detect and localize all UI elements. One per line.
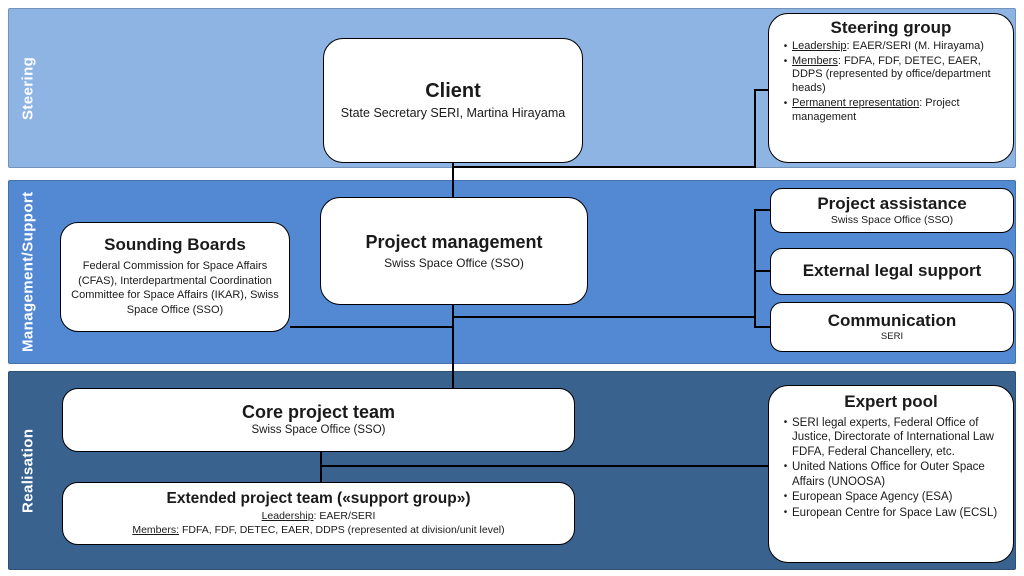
external-legal-support-title: External legal support xyxy=(802,261,982,281)
client-title: Client xyxy=(425,80,481,102)
steering-group-bullet: • Members: FDFA, FDF, DETEC, EAER, DDPS … xyxy=(779,55,1005,97)
core-project-team-subtitle: Swiss Space Office (SSO) xyxy=(251,424,386,437)
expert-pool-bullet: • SERI legal experts, Federal Office of … xyxy=(779,416,1005,459)
bullet-icon: • xyxy=(783,40,788,52)
band-label-management-support: Management/Support xyxy=(19,191,37,353)
expert-pool-title: Expert pool xyxy=(844,392,938,411)
expert-pool-bullet: • United Nations Office for Outer Space … xyxy=(779,460,1005,489)
project-assistance-title: Project assistance xyxy=(817,193,967,213)
expert-pool-bullet-list: • SERI legal experts, Federal Office of … xyxy=(769,414,1013,522)
bullet-rest: : Project management xyxy=(792,97,960,123)
extended-project-team-title: Extended project team («support group») xyxy=(166,490,471,508)
band-label-steering: Steering xyxy=(19,56,37,120)
project-management-box: Project management Swiss Space Office (S… xyxy=(320,197,588,305)
bullet-rest: : FDFA, FDF, DETEC, EAER, DDPS (represen… xyxy=(792,54,991,95)
bullet-lead: Members xyxy=(792,54,838,67)
connector-communication-stub xyxy=(754,326,770,328)
bullet-icon: • xyxy=(783,461,788,473)
connector-pm-branch-right xyxy=(452,316,756,318)
project-management-subtitle: Swiss Space Office (SSO) xyxy=(384,255,524,270)
connector-steering-group-riser xyxy=(754,89,756,168)
line-lead: Leadership xyxy=(261,509,314,522)
extended-team-members-line: Members: FDFA, FDF, DETEC, EAER, DDPS (r… xyxy=(132,523,504,537)
sounding-boards-box: Sounding Boards Federal Commission for S… xyxy=(60,222,290,332)
sounding-boards-subtitle: Federal Commission for Space Affairs (CF… xyxy=(71,259,279,317)
bullet-icon: • xyxy=(783,416,788,428)
bullet-label: European Centre for Space Law (ECSL) xyxy=(792,506,998,519)
core-project-team-title: Core project team xyxy=(241,401,396,422)
connector-pm-to-sounding-boards xyxy=(290,326,454,328)
line-lead: Members: xyxy=(132,523,180,536)
connector-external-legal-stub xyxy=(754,270,770,272)
project-assistance-box: Project assistance Swiss Space Office (S… xyxy=(770,188,1014,233)
bullet-icon: • xyxy=(783,506,788,518)
connector-client-to-project-management xyxy=(452,163,454,199)
extended-project-team-box: Extended project team («support group») … xyxy=(62,482,575,545)
connector-client-branch-right xyxy=(452,166,756,168)
bullet-label: SERI legal experts, Federal Office of Ju… xyxy=(792,416,994,458)
bullet-icon: • xyxy=(783,98,788,110)
bullet-lead: Permanent representation xyxy=(792,97,920,110)
steering-group-title: Steering group xyxy=(830,18,952,37)
bullet-icon: • xyxy=(783,55,788,67)
steering-group-bullet: • Leadership: EAER/SERI (M. Hirayama) xyxy=(779,40,1005,54)
bullet-label: Members: FDFA, FDF, DETEC, EAER, DDPS (r… xyxy=(792,55,1005,97)
client-subtitle: State Secretary SERI, Martina Hirayama xyxy=(340,106,566,120)
expert-pool-box: Expert pool • SERI legal experts, Federa… xyxy=(768,385,1014,563)
expert-pool-bullet: • European Space Agency (ESA) xyxy=(779,490,1005,504)
expert-pool-bullet: • European Centre for Space Law (ECSL) xyxy=(779,506,1005,520)
bullet-label: Leadership: EAER/SERI (M. Hirayama) xyxy=(792,40,1005,54)
project-assistance-subtitle: Swiss Space Office (SSO) xyxy=(830,214,954,227)
bullet-label: United Nations Office for Outer Space Af… xyxy=(792,461,985,488)
communication-box: Communication SERI xyxy=(770,302,1014,352)
bullet-rest: : EAER/SERI (M. Hirayama) xyxy=(846,39,984,52)
steering-group-bullet-list: • Leadership: EAER/SERI (M. Hirayama) • … xyxy=(769,38,1013,127)
project-management-title: Project management xyxy=(365,231,543,252)
band-label-realisation: Realisation xyxy=(19,428,37,513)
sounding-boards-title: Sounding Boards xyxy=(104,234,246,254)
bullet-lead: Leadership xyxy=(792,39,847,52)
connector-project-assistance-stub xyxy=(754,209,770,211)
extended-team-leadership-line: Leadership: EAER/SERI xyxy=(262,509,376,523)
bullet-label: Permanent representation: Project manage… xyxy=(792,97,1005,125)
connector-core-to-expert-pool xyxy=(320,465,768,467)
client-box: Client State Secretary SERI, Martina Hir… xyxy=(323,38,583,163)
connector-pm-to-core-team xyxy=(452,305,454,389)
line-rest: FDFA, FDF, DETEC, EAER, DDPS (represente… xyxy=(179,523,505,536)
bullet-label: European Space Agency (ESA) xyxy=(792,491,953,504)
connector-steering-group-stub xyxy=(754,89,770,91)
communication-title: Communication xyxy=(827,310,957,330)
core-project-team-box: Core project team Swiss Space Office (SS… xyxy=(62,388,575,452)
bullet-icon: • xyxy=(783,491,788,503)
communication-subtitle: SERI xyxy=(880,330,904,342)
steering-group-box: Steering group • Leadership: EAER/SERI (… xyxy=(768,13,1014,163)
connector-support-bus xyxy=(754,209,756,328)
steering-group-bullet: • Permanent representation: Project mana… xyxy=(779,97,1005,125)
line-rest: : EAER/SERI xyxy=(313,509,376,522)
connector-core-to-extended-team xyxy=(320,452,322,483)
external-legal-support-box: External legal support xyxy=(770,248,1014,295)
